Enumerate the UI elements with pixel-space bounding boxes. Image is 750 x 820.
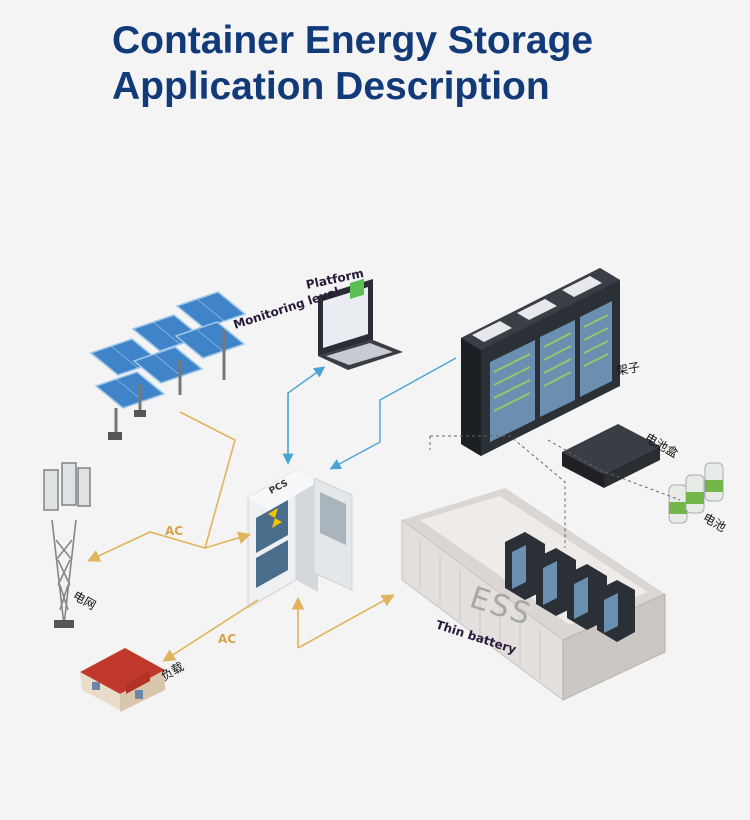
house-icon [80, 648, 165, 712]
grid-label: 电网 [71, 588, 99, 612]
title-line-2: Application Description [112, 65, 550, 108]
dashed-connections [429, 435, 681, 548]
page-title: Container Energy Storage Application Des… [112, 18, 593, 110]
ac-grid-label: AC [165, 524, 183, 538]
battery-box-icon [562, 424, 660, 488]
server-rack-icon [461, 268, 620, 456]
ac-flow-arrows [87, 411, 395, 662]
rack-label: 架子 [615, 360, 641, 378]
laptop-icon [318, 278, 403, 370]
load-label: 负载 [159, 659, 187, 683]
grid-tower-icon [43, 462, 91, 628]
title-line-1: Container Energy Storage [112, 19, 594, 62]
data-flow-arrows [282, 357, 457, 470]
ess-container-icon: ESS [401, 488, 666, 701]
solar-panel-array-icon [89, 291, 247, 440]
pcs-cabinet-icon: PCS [247, 469, 353, 609]
battery-cells-icon [668, 462, 724, 524]
ac-load-label: AC [218, 632, 236, 646]
battery-label: 电池 [701, 510, 729, 534]
